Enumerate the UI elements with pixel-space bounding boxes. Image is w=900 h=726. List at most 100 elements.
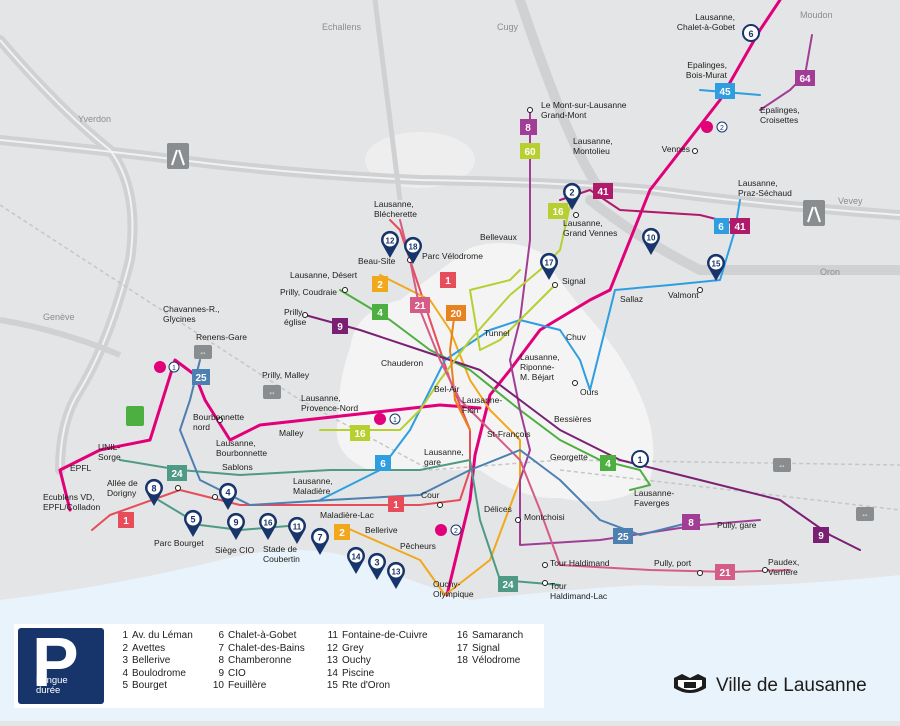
legend-item-number: 15 <box>326 680 338 692</box>
parking-pin-8[interactable]: 8 <box>145 478 164 506</box>
station-label-lausanne-gare: Lausanne,gare <box>424 447 464 467</box>
station-label-epfl: EPFL <box>70 463 92 473</box>
station-label-epalinges-cr: Epalinges,Croisettes <box>760 105 800 125</box>
legend-item-number: 18 <box>456 655 468 667</box>
station-label-unil-sorge: UNIL-Sorge <box>98 442 121 462</box>
station-label-vennes: Vennes <box>662 144 690 154</box>
svg-text:9: 9 <box>818 531 824 542</box>
parking-pin-9[interactable]: 9 <box>227 512 246 540</box>
svg-text:6: 6 <box>748 29 753 39</box>
parking-icon: P Longue durée <box>18 623 104 704</box>
parking-pin-number: 16 <box>264 519 273 528</box>
station-label-riponne: Lausanne,Riponne-M. Béjart <box>520 352 560 382</box>
svg-text:1: 1 <box>393 500 399 511</box>
parking-pin-number: 13 <box>392 568 401 577</box>
legend-item-number: 12 <box>326 642 338 654</box>
svg-text:⇔: ⇔ <box>268 388 276 397</box>
station-label-cour: Cour <box>421 490 440 500</box>
station-label-chuv: Chuv <box>566 332 587 342</box>
parking-pin-17[interactable]: 17 <box>540 252 558 280</box>
legend-item-label: Ouchy <box>342 655 371 667</box>
parking-pin-number: 18 <box>409 243 418 252</box>
parking-pin-14[interactable]: 14 <box>347 546 366 574</box>
parking-pin-2[interactable]: 2 <box>563 182 581 210</box>
legend-item-number: 16 <box>456 630 468 641</box>
legend-item-number: 11 <box>327 630 338 641</box>
parking-pin-4[interactable]: 4 <box>219 482 237 510</box>
station-label-tour-haldimand: Tour Haldimand <box>550 558 610 568</box>
station-label-bellevaux: Bellevaux <box>480 232 518 242</box>
svg-text:24: 24 <box>171 469 183 480</box>
station-label-blecherette: Lausanne,Blécherette <box>374 199 417 219</box>
parking-pin-11[interactable]: 11 <box>288 516 306 544</box>
svg-text:2: 2 <box>454 528 458 535</box>
station-label-montolieu: Lausanne,Montolieu <box>573 136 613 156</box>
svg-text:6: 6 <box>380 459 386 470</box>
legend-item-number: 3 <box>122 655 128 667</box>
legend-item-label: Vélodrome <box>472 655 521 667</box>
station-label-ecublens: Ecublens VD,EPFL/Colladon <box>43 492 100 512</box>
station-label-beau-site: Beau-Site <box>358 256 396 266</box>
legend-item-number: 1 <box>122 630 128 641</box>
legend-item-number: 5 <box>122 680 128 692</box>
parking-pin-16[interactable]: 16 <box>259 512 277 540</box>
svg-text:1: 1 <box>445 276 451 287</box>
legend-item-label: Chamberonne <box>228 655 292 667</box>
svg-text:1: 1 <box>123 516 129 527</box>
road-label-geneve: Genève <box>43 312 75 322</box>
parking-pin-15[interactable]: 15 <box>707 253 725 281</box>
bus-line-20 <box>449 309 471 431</box>
lausanne-crest-icon <box>674 674 706 693</box>
parking-pin-12[interactable]: 12 <box>381 230 400 258</box>
svg-text:25: 25 <box>195 373 207 384</box>
svg-text:2: 2 <box>339 528 345 539</box>
bus-line-2 <box>339 274 521 596</box>
parking-pin-7[interactable]: 7 <box>311 527 330 555</box>
svg-text:1: 1 <box>172 365 176 372</box>
station-label-parc-bourget: Parc Bourget <box>154 538 204 548</box>
svg-text:⇔: ⇔ <box>199 348 207 357</box>
bus-line-24 <box>119 459 561 586</box>
svg-text:41: 41 <box>734 222 746 233</box>
svg-text:1: 1 <box>637 455 642 465</box>
station-label-flon: Lausanne-Flon <box>462 395 502 415</box>
station-label-bellerive: Bellerive <box>365 525 398 535</box>
station-label-prilly-eglise: Prilly,église <box>284 307 306 327</box>
parking-title: Longue durée <box>36 675 68 696</box>
svg-text:8: 8 <box>525 123 531 134</box>
svg-text:16: 16 <box>354 429 366 440</box>
legend-item-label: Fontaine-de-Cuivre <box>342 630 428 641</box>
parking-pin-18[interactable]: 18 <box>404 236 422 264</box>
svg-text:60: 60 <box>524 147 536 158</box>
legend-item-number: 10 <box>212 680 224 692</box>
parking-pin-13[interactable]: 13 <box>387 561 405 589</box>
legend-item-label: Boulodrome <box>132 667 186 679</box>
station-label-delices: Délices <box>484 504 512 514</box>
svg-text:1: 1 <box>393 417 397 424</box>
legend-item-number: 14 <box>326 667 338 679</box>
legend-item-label: Samaranch <box>472 630 524 641</box>
parking-pin-10[interactable]: 10 <box>641 227 660 255</box>
train-station-icon: ⇔ ⇔ ⇔ ⇔ <box>194 345 874 521</box>
svg-text:45: 45 <box>719 87 731 98</box>
svg-text:⇔: ⇔ <box>778 461 786 470</box>
parking-pin-number: 8 <box>151 484 156 494</box>
parking-pin-5[interactable]: 5 <box>184 509 202 537</box>
svg-text:16: 16 <box>552 207 564 218</box>
station-label-parc-velodrome: Parc Vélodrome <box>422 251 483 261</box>
svg-text:21: 21 <box>414 301 426 312</box>
station-label-coudraie: Prilly, Coudraie <box>280 287 337 297</box>
station-label-bourbonnette: Lausanne,Bourbonnette <box>216 438 267 458</box>
parking-pin-3[interactable]: 3 <box>368 552 386 580</box>
